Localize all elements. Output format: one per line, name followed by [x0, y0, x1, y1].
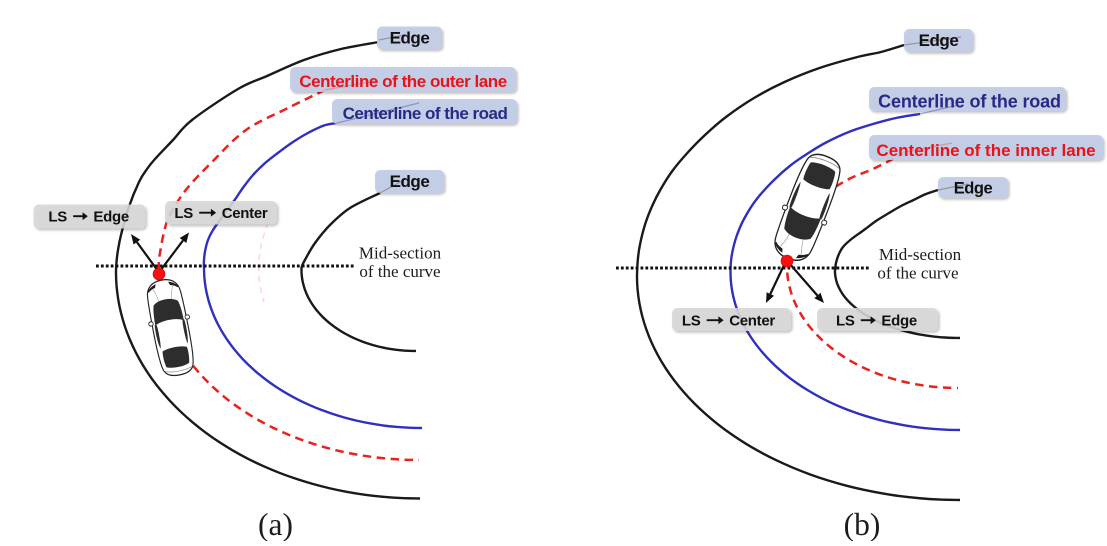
svg-text:Edge: Edge: [881, 313, 916, 330]
svg-text:Center: Center: [222, 205, 268, 222]
svg-text:Centerline of the outer lane: Centerline of the outer lane: [299, 72, 507, 91]
svg-text:LS: LS: [836, 313, 855, 330]
svg-text:of the curve: of the curve: [877, 264, 958, 283]
svg-text:Centerline of the road: Centerline of the road: [878, 92, 1061, 112]
svg-text:Mid-section: Mid-section: [879, 245, 962, 264]
svg-text:of the curve: of the curve: [359, 262, 440, 281]
svg-text:(a): (a): [258, 507, 293, 541]
svg-text:Edge: Edge: [390, 172, 430, 191]
svg-text:Mid-section: Mid-section: [359, 244, 442, 263]
svg-text:Edge: Edge: [93, 209, 128, 226]
svg-text:Edge: Edge: [954, 180, 993, 198]
svg-text:(b): (b): [844, 507, 881, 541]
svg-text:LS: LS: [174, 205, 193, 222]
svg-text:Centerline of the road: Centerline of the road: [343, 104, 508, 123]
svg-text:LS: LS: [48, 209, 67, 226]
svg-text:Edge: Edge: [919, 31, 959, 50]
svg-text:LS: LS: [682, 313, 701, 330]
svg-text:Centerline of the inner lane: Centerline of the inner lane: [876, 141, 1095, 160]
svg-text:Edge: Edge: [390, 29, 430, 48]
svg-text:Center: Center: [729, 313, 775, 330]
